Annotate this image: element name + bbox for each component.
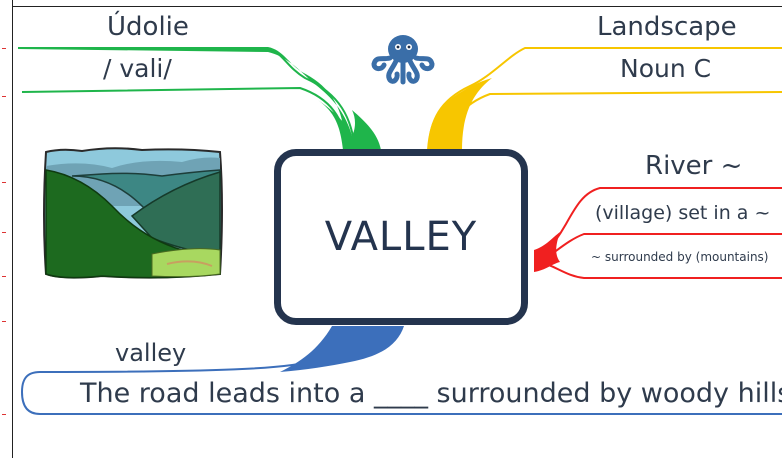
branch-yellow-topline xyxy=(427,47,782,151)
margin-tick xyxy=(2,321,6,322)
example-word: valley xyxy=(115,339,187,367)
example-sentence: The road leads into a ____ surrounded by… xyxy=(80,378,782,409)
branch-yellow-underline xyxy=(439,91,782,151)
collocation-title: River ~ xyxy=(645,151,743,181)
branch-blue-trunk xyxy=(280,326,404,372)
frame-top-border xyxy=(12,6,782,7)
collocation-line-1: (village) set in a ~ xyxy=(595,202,771,224)
collocation-line-2: ~ surrounded by (mountains) xyxy=(591,250,769,264)
valley-landscape-illustration xyxy=(43,147,223,279)
margin-tick xyxy=(2,182,6,183)
octopus-icon xyxy=(371,35,435,85)
margin-tick xyxy=(2,48,6,49)
translation-word: Údolie xyxy=(107,12,189,42)
branch-red-bottomline xyxy=(539,261,782,279)
margin-tick xyxy=(2,96,6,97)
margin-tick xyxy=(2,232,6,233)
pronunciation-text: / vali/ xyxy=(103,54,172,83)
central-topic-label: VALLEY xyxy=(324,214,478,260)
central-topic[interactable]: VALLEY xyxy=(274,149,528,325)
meaning-word: Landscape xyxy=(597,12,737,42)
margin-tick xyxy=(2,276,6,277)
branch-green-topline xyxy=(20,47,356,151)
branch-red-trunk xyxy=(534,232,560,272)
margin-tick xyxy=(2,414,6,415)
grammar-label: Noun C xyxy=(620,54,712,83)
branch-yellow-trunk xyxy=(428,78,492,150)
branch-green-trunk xyxy=(318,100,381,150)
margin-ticks xyxy=(0,0,10,458)
branch-green-underline xyxy=(21,86,349,151)
frame-left-border xyxy=(12,0,13,458)
